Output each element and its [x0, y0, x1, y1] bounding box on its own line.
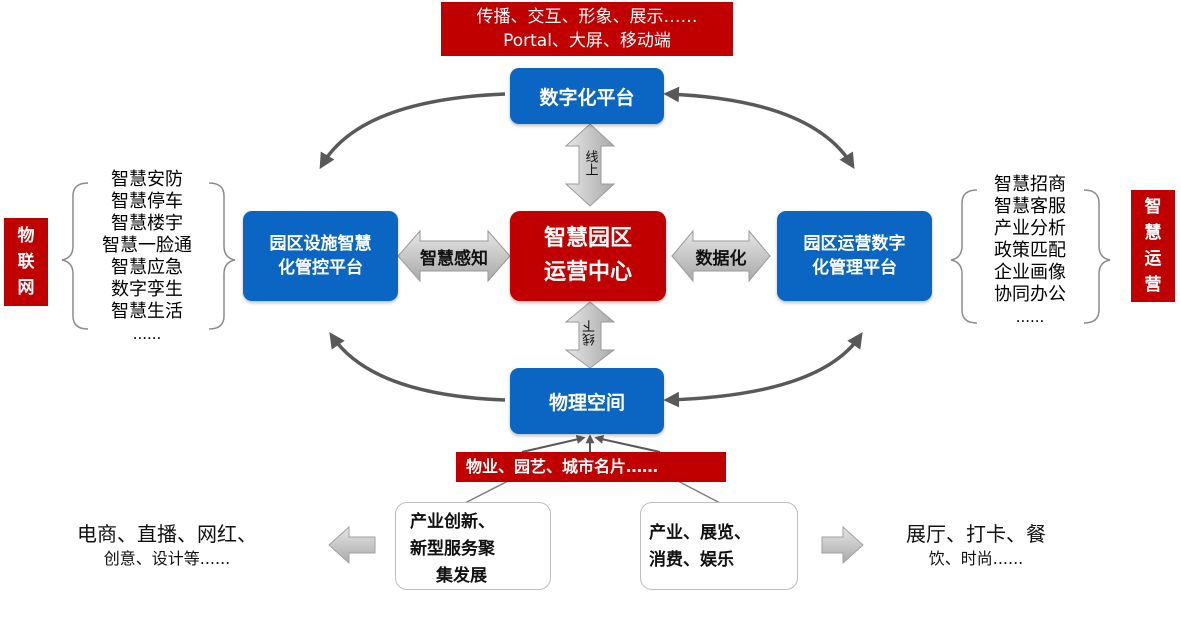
industry-innovation-box: 产业创新、 新型服务聚 集发展 — [395, 502, 551, 590]
physical-space-label: 物理空间 — [548, 391, 625, 414]
consumption-line2: 消费、娱乐 — [649, 550, 734, 570]
arc-top-right — [663, 86, 855, 170]
arc-top-left — [319, 92, 506, 170]
list-item: 产业分析 — [994, 218, 1066, 239]
list-item: 智慧应急 — [111, 257, 183, 278]
bottom-right-line2: 饮、时尚...... — [928, 549, 1024, 568]
physical-space-box: 物理空间 — [510, 368, 664, 434]
sensing-label: 智慧感知 — [420, 248, 488, 269]
list-item: 智慧楼宇 — [111, 213, 183, 234]
bottom-left-text: 电商、直播、网红、 创意、设计等...... — [62, 520, 272, 570]
connector-right-box — [675, 479, 721, 504]
list-item: 智慧招商 — [994, 174, 1066, 195]
bottom-right-line1: 展厅、打卡、餐 — [906, 522, 1046, 546]
consumption-box: 产业、展览、 消费、娱乐 — [640, 502, 798, 590]
operation-line2: 化管理平台 — [812, 258, 897, 278]
iot-label: 物 联 网 — [4, 218, 48, 306]
smart-ops-char-3: 运 — [1144, 249, 1162, 269]
list-item: 智慧安防 — [111, 169, 183, 190]
list-item: 智慧一脸通 — [102, 235, 192, 256]
list-item: 数字孪生 — [111, 279, 183, 300]
bottom-banner-label: 物业、园艺、城市名片…… — [466, 457, 659, 476]
bottom-left-line1: 电商、直播、网红、 — [77, 522, 257, 546]
left-brace-close — [208, 182, 236, 330]
industry-line3: 集发展 — [436, 566, 487, 586]
facility-line1: 园区设施智慧 — [269, 234, 372, 254]
digitize-double-arrow — [671, 229, 771, 283]
core-center-box: 智慧园区 运营中心 — [510, 211, 666, 301]
facility-line2: 化管控平台 — [278, 258, 363, 278]
right-gray-arrow — [821, 525, 864, 565]
top-banner-line2: Portal、大屏、移动端 — [503, 31, 671, 51]
iot-char-1: 物 — [17, 226, 35, 246]
top-banner-line1: 传播、交互、形象、展示…… — [476, 7, 698, 27]
industry-line2: 新型服务聚 — [410, 539, 495, 559]
online-double-arrow — [564, 123, 616, 207]
iot-char-3: 网 — [17, 278, 35, 298]
list-item: 智慧停车 — [111, 191, 183, 212]
core-line1: 智慧园区 — [543, 226, 632, 251]
list-item: ...... — [132, 325, 162, 343]
smart-ops-char-1: 智 — [1144, 197, 1162, 217]
iot-char-2: 联 — [17, 252, 35, 272]
up-arrow-left — [521, 435, 586, 453]
right-brace-open — [950, 189, 978, 324]
arc-bottom-right — [663, 332, 863, 408]
offline-label: 线下 — [582, 320, 598, 346]
top-banner: 传播、交互、形象、展示…… Portal、大屏、移动端 — [441, 2, 733, 56]
list-item: 企业画像 — [994, 262, 1066, 283]
bottom-banner: 物业、园艺、城市名片…… — [456, 452, 726, 482]
bottom-right-text: 展厅、打卡、餐 饮、时尚...... — [888, 520, 1064, 570]
digital-platform-box: 数字化平台 — [510, 68, 664, 124]
right-brace-close — [1083, 189, 1111, 324]
smart-ops-char-2: 慧 — [1144, 223, 1162, 243]
list-item: ...... — [1015, 308, 1045, 326]
iot-feature-list: 智慧安防 智慧停车 智慧楼宇 智慧一脸通 智慧应急 数字孪生 智慧生活 ....… — [84, 169, 210, 345]
list-item: 协同办公 — [994, 284, 1066, 305]
list-item: 智慧客服 — [994, 196, 1066, 217]
facility-platform-box: 园区设施智慧 化管控平台 — [243, 211, 398, 301]
connector-left-box — [464, 479, 511, 504]
digitize-label: 数据化 — [695, 248, 747, 269]
left-gray-arrow — [328, 525, 376, 565]
up-arrow-right — [594, 434, 661, 453]
industry-line1: 产业创新、 — [410, 512, 495, 532]
digital-platform-label: 数字化平台 — [539, 86, 635, 109]
smart-ops-char-4: 营 — [1144, 275, 1162, 295]
operation-platform-box: 园区运营数字 化管理平台 — [777, 211, 932, 301]
operation-line1: 园区运营数字 — [803, 234, 906, 254]
consumption-line1: 产业、展览、 — [649, 523, 751, 543]
list-item: 智慧生活 — [111, 301, 183, 322]
smart-ops-label: 智 慧 运 营 — [1131, 190, 1175, 302]
smart-ops-feature-list: 智慧招商 智慧客服 产业分析 政策匹配 企业画像 协同办公 ...... — [972, 174, 1088, 328]
online-label: 线上 — [582, 150, 598, 176]
arc-bottom-left — [329, 332, 506, 402]
left-brace-open — [61, 182, 89, 330]
list-item: 政策匹配 — [994, 240, 1066, 261]
bottom-left-line2: 创意、设计等...... — [103, 549, 231, 568]
core-line2: 运营中心 — [543, 260, 632, 285]
